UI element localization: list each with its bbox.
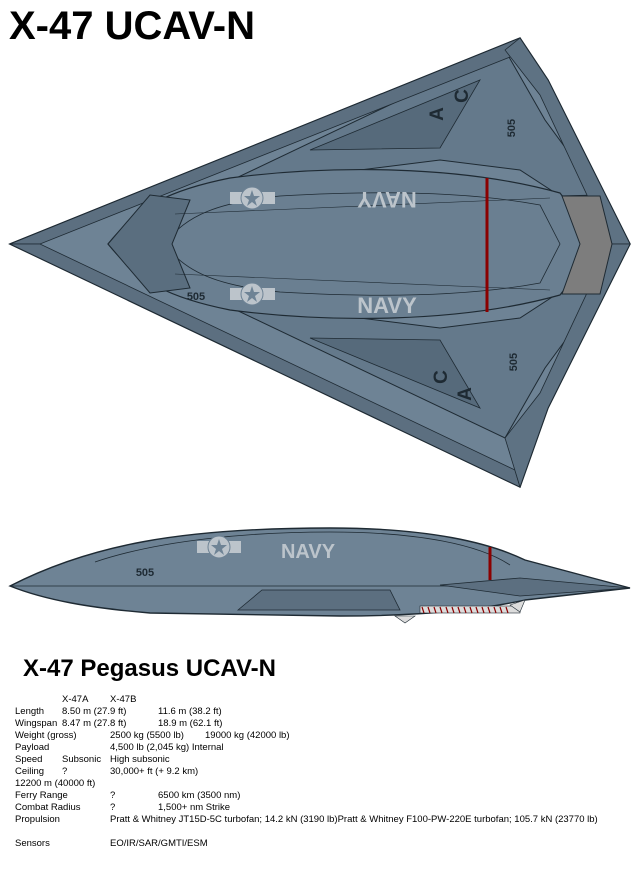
number-marking-side: 505 [136,567,154,579]
spec-label-weight: Weight (gross) [15,730,77,741]
roundel-upper [230,186,275,210]
spec-label-ferry-range: Ferry Range [15,790,68,801]
side-view-body [8,527,631,617]
column-header-x47b: X-47B [110,694,137,705]
tail-letter-c-lower: C [431,370,452,384]
top-view: NAVY NAVY 505 505 505 A C C A [8,37,631,489]
tail-letter-a-lower: A [455,387,476,401]
spec-label-combat-radius: Combat Radius [15,802,81,813]
spec-propulsion-value: Pratt & Whitney JT15D-5C turbofan; 14.2 … [110,814,598,825]
spec-wingspan-a: 8.47 m (27.8 ft) [62,718,127,729]
number-marking-tip-lower: 505 [508,353,520,371]
page-title: X-47 UCAV-N [9,4,255,48]
number-marking-tip-upper: 505 [506,119,518,137]
spec-label-propulsion: Propulsion [15,814,60,825]
spec-label-ceiling: Ceiling [15,766,45,777]
spec-speed-a: Subsonic [62,754,102,765]
navy-marking-upper: NAVY [357,187,417,212]
spec-ceiling-b: 30,000+ ft (+ 9.2 km) [110,766,199,777]
navy-marking-lower: NAVY [357,293,417,318]
roundel-lower [230,282,275,306]
roundel-side [197,535,241,559]
tail-letter-a-upper: A [427,107,448,121]
tail-letter-c-upper: C [452,89,473,103]
spec-title: X-47 Pegasus UCAV-N [23,655,276,682]
side-view: NAVY 505 [8,527,631,624]
spec-payload-b: 4,500 lb (2,045 kg) Internal [110,742,224,753]
spec-ferry-a: ? [110,790,116,801]
navy-marking-side: NAVY [281,541,336,563]
spec-length-b: 11.6 m (38.2 ft) [158,706,222,717]
spec-ceiling-a: ? [62,766,68,777]
spec-speed-b: High subsonic [110,754,170,765]
spec-sensors-value: EO/IR/SAR/GMTI/ESM [110,838,208,849]
spec-label-sensors: Sensors [15,838,50,849]
aircraft-drawing: NAVY NAVY 505 505 505 A C C A NAVY 505 [8,37,631,624]
spec-ceiling-extra: 12200 m (40000 ft) [15,778,96,789]
spec-weight-a: 2500 kg (5500 lb) [110,730,184,741]
spec-label-wingspan: Wingspan [15,718,58,729]
spec-wingspan-b: 18.9 m (62.1 ft) [158,718,223,729]
spec-label-payload: Payload [15,742,50,753]
spec-length-a: 8.50 m (27.9 ft) [62,706,127,717]
spec-weight-b: 19000 kg (42000 lb) [205,730,290,741]
spec-combat-a: ? [110,802,116,813]
column-header-x47a: X-47A [62,694,89,705]
spec-ferry-b: 6500 km (3500 nm) [158,790,241,801]
spec-label-speed: Speed [15,754,43,765]
spec-label-length: Length [15,706,45,717]
number-marking-wing-lower: 505 [187,291,205,303]
spec-combat-b: 1,500+ nm Strike [158,802,231,813]
